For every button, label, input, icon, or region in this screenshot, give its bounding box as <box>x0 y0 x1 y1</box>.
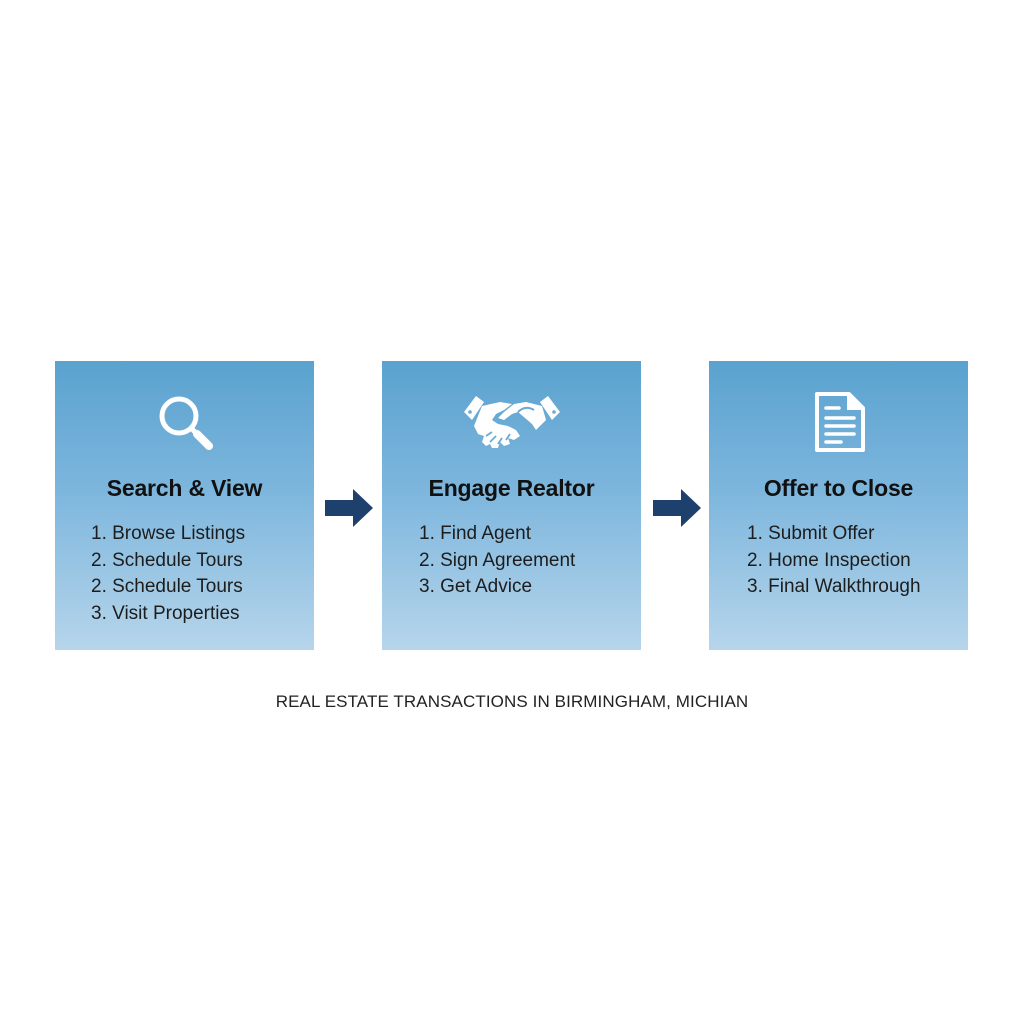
step-list: 1. Find Agent 2. Sign Agreement 3. Get A… <box>419 521 575 601</box>
step-item: 2. Schedule Tours <box>91 549 243 571</box>
step-item: 1. Browse Listings <box>91 523 246 544</box>
step-item: 3. Visit Properties <box>91 602 240 624</box>
step-item: 2. Home Inspection <box>747 549 911 571</box>
step-item: 1. Submit Offer <box>747 523 875 544</box>
card-title: Engage Realtor <box>428 475 595 501</box>
step-item: 2. Sign Agreement <box>419 549 576 571</box>
card-title: Search & View <box>106 475 263 501</box>
step-item: 2. Schedule Tours <box>91 576 243 597</box>
arrow-right-icon <box>653 489 703 527</box>
step-card-search-view: Search & View 1. Browse Listings 2. Sche… <box>55 361 314 650</box>
step-item: 1. Find Agent <box>419 523 531 544</box>
step-list: 1. Browse Listings 2. Schedule Tours 2. … <box>91 521 245 627</box>
step-card-engage-realtor: Engage Realtor 1. Find Agent 2. Sign Agr… <box>382 361 641 650</box>
handshake-icon <box>457 387 567 457</box>
step-item: 3. Get Advice <box>419 576 533 597</box>
step-item: 3. Final Walkthrough <box>747 576 921 597</box>
step-list: 1. Submit Offer 2. Home Inspection 3. Fi… <box>747 521 921 601</box>
step-card-offer-to-close: Offer to Close 1. Submit Offer 2. Home I… <box>709 361 968 650</box>
search-icon <box>145 387 225 457</box>
card-title: Offer to Close <box>763 475 914 501</box>
document-icon <box>799 387 879 457</box>
arrow-right-icon <box>325 489 375 527</box>
diagram-caption: REAL ESTATE TRANSACTIONS IN BIRMINGHAM, … <box>275 692 749 711</box>
